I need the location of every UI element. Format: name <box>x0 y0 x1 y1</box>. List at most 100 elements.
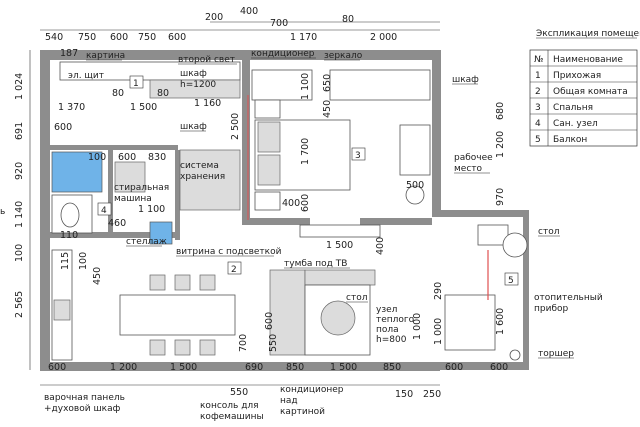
dim-inner: 290 <box>433 282 444 300</box>
dim-inner: 1 500 <box>130 102 157 113</box>
label-zerkalo: зеркало <box>324 51 363 61</box>
legend-row-name: Сан. узел <box>553 119 598 129</box>
label-konditsioner: кондиционер <box>251 49 315 59</box>
label-vtoroy-svet: второй свет <box>178 55 235 65</box>
dim-inner: 450 <box>92 267 103 285</box>
label-uzel-line1: узел <box>376 305 397 315</box>
dim-inner: 80 <box>112 88 124 99</box>
svg-text:3: 3 <box>355 151 361 161</box>
legend-row-num: 1 <box>535 71 541 81</box>
legend-row-name: Прихожая <box>553 71 601 81</box>
label-shkaf-line2: h=1200 <box>180 80 216 90</box>
dim-bottom: 1 500 <box>170 362 197 373</box>
dim-bottom: 600 <box>445 362 463 373</box>
label-sistema-line1: система <box>180 161 219 171</box>
dim-inner: 400 <box>282 198 300 209</box>
label-varochnaya: варочная панель+духовой шкаф <box>44 393 125 414</box>
svg-text:1: 1 <box>133 79 139 89</box>
dim-left: 2 565 <box>14 291 25 318</box>
dim-inner: 1 100 <box>138 204 165 215</box>
dim-inner: 1 600 <box>495 308 506 335</box>
svg-text:4: 4 <box>101 206 107 216</box>
dim-top: 200 <box>205 12 223 23</box>
legend-row-num: 2 <box>535 87 541 97</box>
dim-top: 600 <box>168 32 186 43</box>
shower <box>51 151 103 193</box>
legend-row-name: Общая комната <box>553 87 628 97</box>
dim-bottom: 1 200 <box>110 362 137 373</box>
dim-bottom: 250 <box>423 389 441 400</box>
label-stiralnaya-line2: машина <box>114 194 152 204</box>
label-konsol-line2: кофемашины <box>200 412 264 422</box>
dim-inner: 600 <box>300 194 311 212</box>
legend-table: Экспликация помещений № Наименование 1 П… <box>529 29 640 147</box>
label-torsher: торшер <box>538 349 574 359</box>
label-sistema-line2: хранения <box>180 172 225 182</box>
legend-title: Экспликация помещений <box>536 29 640 39</box>
legend-row-num: 5 <box>535 135 541 145</box>
dim-bottom: 550 <box>230 387 248 398</box>
dim-inner: 1 160 <box>194 98 221 109</box>
dim-inner: 100 <box>78 252 89 270</box>
label-shkaf-right: шкаф <box>452 75 479 85</box>
dim-inner: 110 <box>60 230 78 241</box>
dim-bottom: 1 500 <box>330 362 357 373</box>
label-varochnaya-line2: +духовой шкаф <box>44 404 121 414</box>
legend-row-num: 3 <box>535 103 541 113</box>
dim-top: 400 <box>240 6 258 17</box>
dim-top: 750 <box>78 32 96 43</box>
dim-top: 2 000 <box>370 32 397 43</box>
label-rabochee-line2: место <box>454 164 483 174</box>
dim-top: 700 <box>270 18 288 29</box>
dim-inner: 80 <box>157 88 169 99</box>
dim-inner: 1 370 <box>58 102 85 113</box>
dim-inner: 2 500 <box>230 113 241 140</box>
dim-inner: 500 <box>406 180 424 191</box>
dim-top: 750 <box>138 32 156 43</box>
label-vitrina: витрина с подсветкой <box>176 247 282 257</box>
label-el-shchit: эл. щит <box>68 71 104 81</box>
label-shkaf-left: шкаф <box>180 122 207 132</box>
label-tumba: тумба под ТВ <box>284 259 347 269</box>
room-number-3: 3 <box>351 147 366 161</box>
label-konditsioner-bottom-line2: над <box>280 396 298 406</box>
legend-row-name: Спальня <box>553 103 593 113</box>
label-stiralnaya-line1: стиральная <box>114 183 169 193</box>
dim-inner: 600 <box>264 312 275 330</box>
walls <box>40 50 529 371</box>
dim-bottom: 690 <box>245 362 263 373</box>
room-number-1: 1 <box>129 75 144 89</box>
dim-inner: 600 <box>118 152 136 163</box>
dining-table <box>119 294 236 336</box>
dim-inner: 187 <box>60 48 78 59</box>
dim-inner: 1 700 <box>300 138 311 165</box>
dim-top: 540 <box>45 32 63 43</box>
dim-bottom: 150 <box>395 389 413 400</box>
label-kartina: картина <box>86 51 125 61</box>
room-number-2: 2 <box>227 261 242 275</box>
dim-inner: 460 <box>108 218 126 229</box>
svg-text:5: 5 <box>508 276 514 286</box>
dim-left: 1 140 <box>14 201 25 228</box>
dim-left: 691 <box>14 122 25 140</box>
dim-bottom: 850 <box>383 362 401 373</box>
furniture <box>51 61 528 361</box>
washing-machine <box>114 161 146 193</box>
label-stol-balcony: стол <box>538 227 559 237</box>
dim-inner: 650 <box>322 74 333 92</box>
dim-inner: 450 <box>322 100 333 118</box>
dim-left: 1 024 <box>14 73 25 100</box>
label-konsol-line1: консоль для <box>200 401 259 411</box>
sofa <box>269 269 306 356</box>
label-stol-center: стол <box>346 293 367 303</box>
dim-inner: 680 <box>495 102 506 120</box>
label-uzel-line2: теплого <box>376 315 415 325</box>
dim-inner: 100 <box>88 152 106 163</box>
